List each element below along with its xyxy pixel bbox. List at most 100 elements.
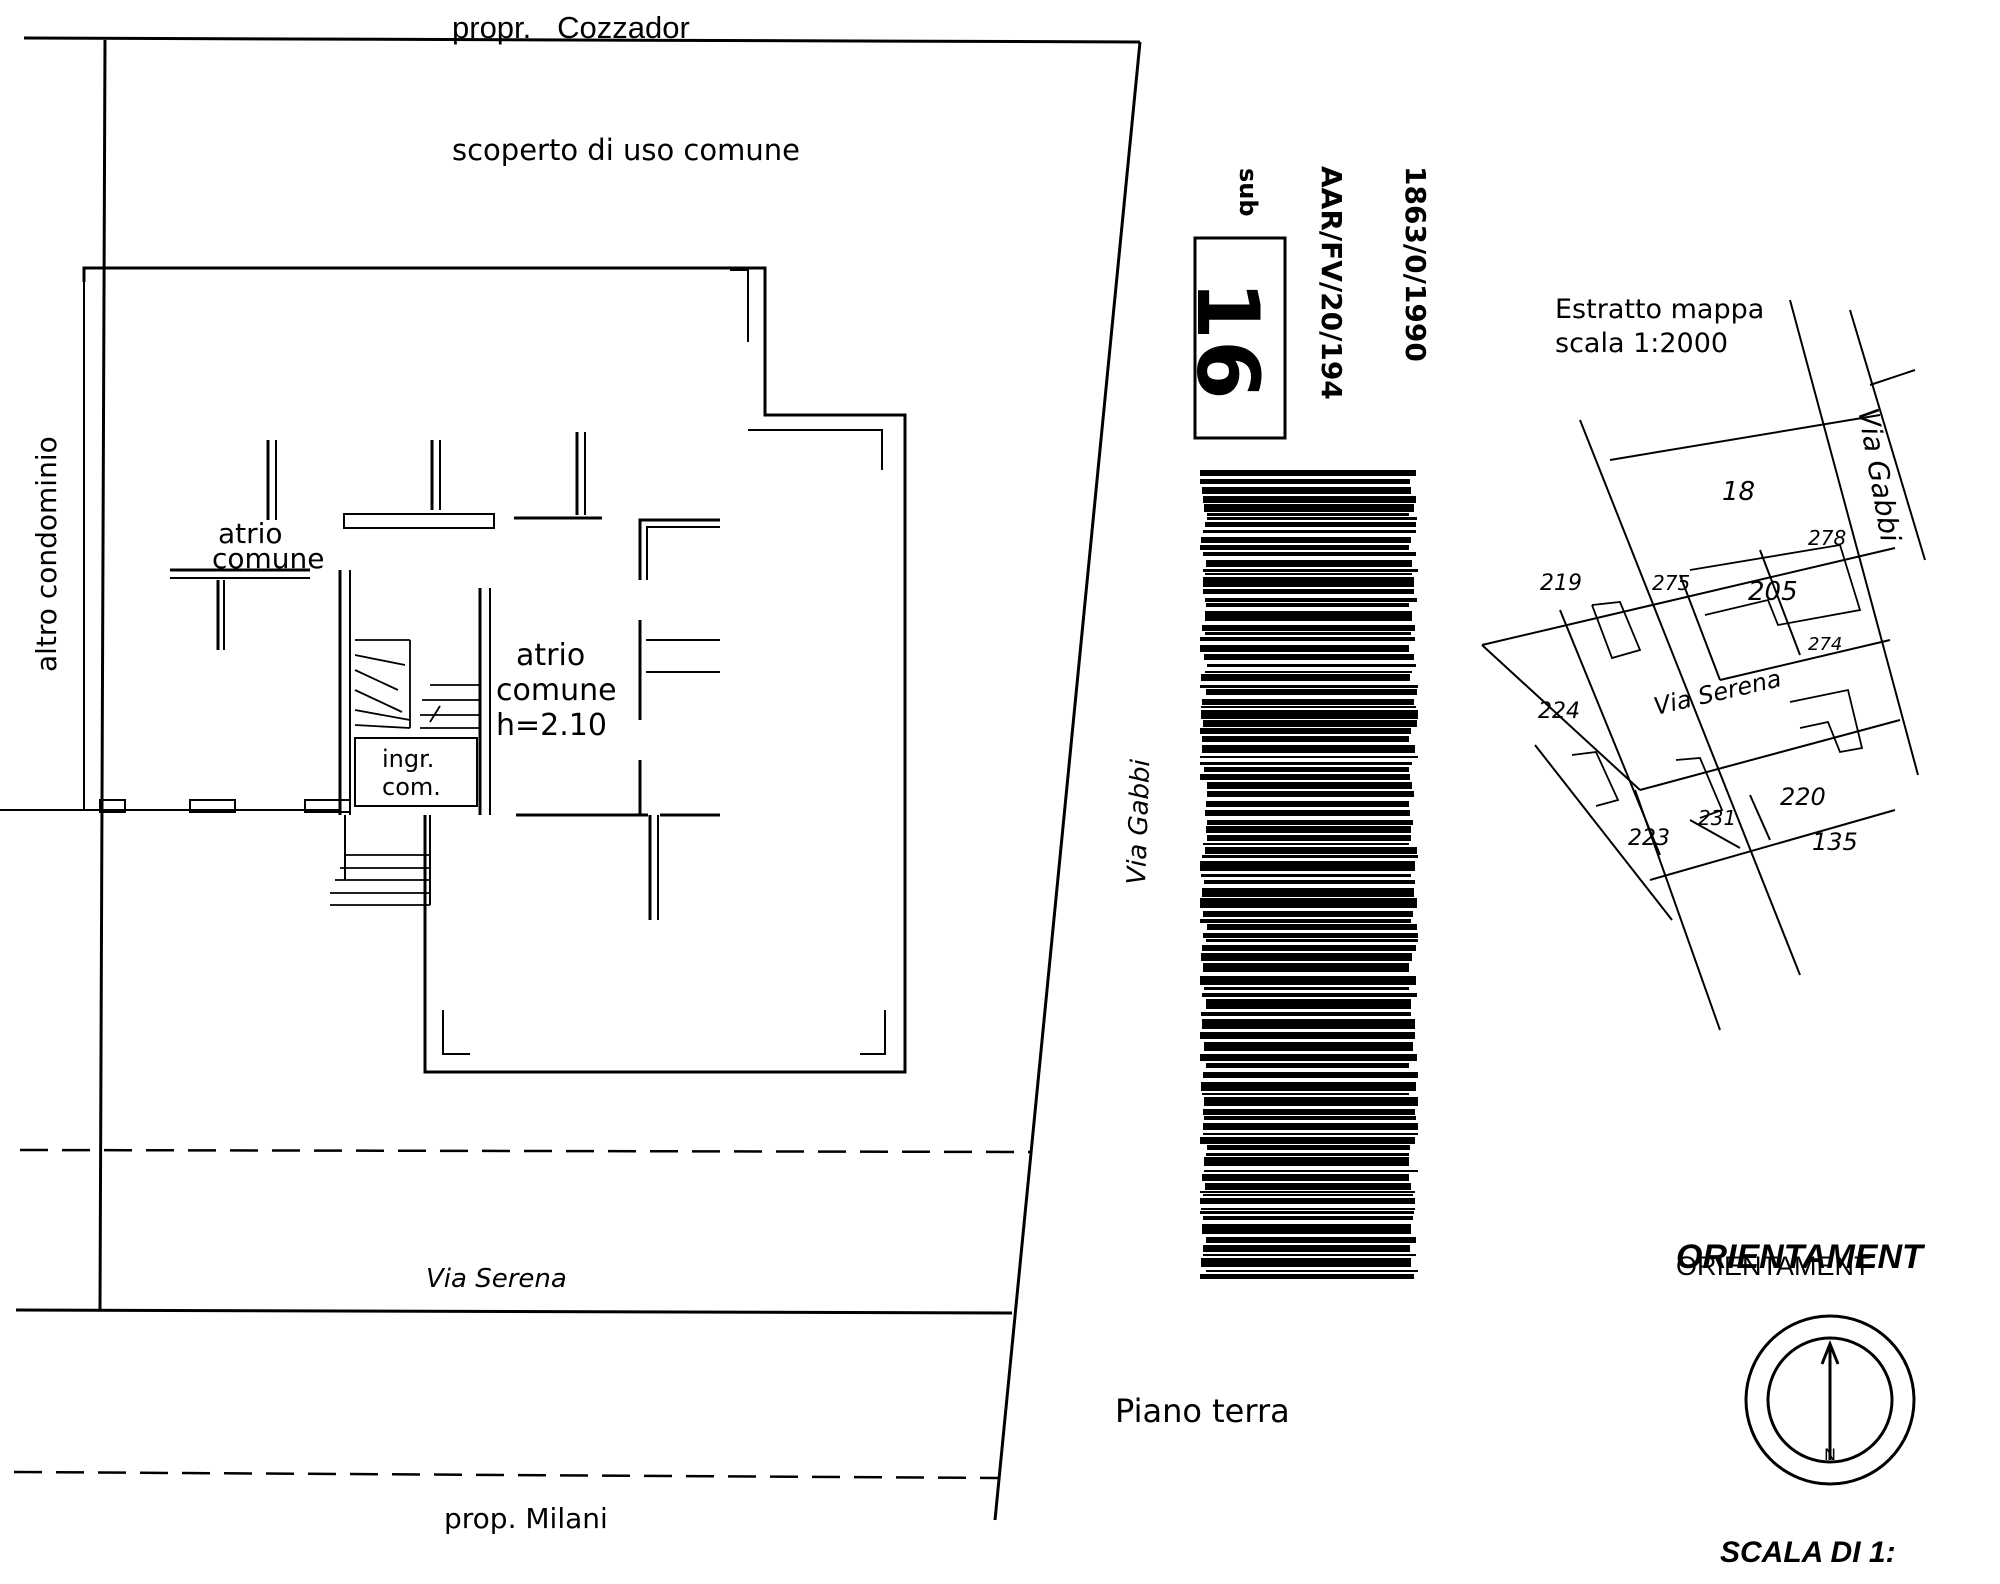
barcode-stripe [1204,987,1409,990]
barcode-stripe [1202,625,1415,631]
barcode-stripe [1204,1042,1413,1051]
barcode-stripe [1206,689,1417,695]
entrance-label-1: ingr. [382,745,434,773]
barcode-stripe [1206,999,1411,1009]
scale-label: SCALA DI 1: [1720,1536,1896,1569]
barcode-stripe [1205,611,1412,621]
atrium-left-label-1: atrio [218,517,283,550]
barcode-stripe [1204,1116,1416,1120]
stairs [330,639,480,906]
barcode-stripe [1204,880,1415,884]
barcode-stripe [1203,1123,1418,1130]
barcode-stripe [1200,861,1415,871]
sub-label: sub [1234,168,1262,217]
barcode-stripe [1200,919,1411,923]
parcel-231: 231 [1698,806,1736,830]
barcode-stripe [1207,791,1414,797]
barcode-stripe [1201,1082,1416,1091]
north-label: N [1824,1445,1836,1464]
atrium-left-label-2: comune [212,542,325,575]
barcode-stripe [1204,1170,1418,1172]
barcode-stripe [1200,976,1416,985]
barcode-stripe [1203,1254,1416,1256]
barcode-stripe [1206,1237,1416,1243]
parcel-205: 205 [1748,577,1798,607]
barcode-stripe [1205,632,1411,635]
atrium-center-label-1: atrio [516,638,585,673]
barcode-stripe [1201,706,1416,708]
barcode-stripe [1207,664,1416,667]
barcode-stripe [1200,898,1417,908]
barcode-stripe [1200,756,1418,758]
extract-title-2: scala 1:2000 [1555,328,1728,359]
barcode-stripe [1202,1224,1411,1234]
barcode-stripe [1205,810,1410,816]
barcode-stripe [1200,1211,1414,1214]
barcode-stripe [1201,953,1412,961]
barcode-stripe [1202,945,1416,951]
parcel-278: 278 [1808,526,1846,550]
barcode-stripe [1203,569,1418,572]
barcode-stripe [1206,1270,1418,1272]
compass-outer-ring [1744,1314,1916,1486]
parcel-219: 219 [1540,571,1582,596]
entrance-label-2: com. [382,773,441,801]
barcode-stripe [1202,993,1417,997]
sub-box [1193,236,1287,440]
barcode-stripe [1201,1258,1411,1267]
barcode-stripe [1200,645,1409,652]
barcode-stripe [1203,933,1418,938]
barcode-stripe [1204,1097,1418,1106]
barcode-stripe [1200,470,1416,476]
street-gabbi-label: Via Gabbi [1122,758,1156,885]
orientation-block: ORIENTAMENT ORIENTAMENT N SCALA DI 1: [1676,1238,1926,1569]
barcode-stripe [1201,674,1410,681]
barcode-stripe [1205,1183,1411,1190]
parcel-220: 220 [1780,783,1826,811]
barcode-stripe [1202,855,1418,858]
parcel-135: 135 [1812,828,1858,856]
barcode-stripe [1203,1072,1418,1078]
parcel-18: 18 [1722,477,1755,507]
barcode-stripe [1206,801,1409,807]
barcode-stripe [1207,782,1412,789]
parcel-274: 274 [1808,634,1842,655]
barcode-stripe [1204,1157,1409,1166]
atrium-height-label: h=2.10 [496,708,607,743]
map-extract: Estratto mappa scala 1:2000 [1481,294,1926,1031]
street-serena-label: Via Serena [426,1264,567,1294]
orientation-title: ORIENTAMENT [1676,1238,1926,1276]
registration-date: 1863/0/1990 [1399,166,1432,362]
barcode-stripe [1201,537,1411,543]
barcode-stripe [1202,736,1409,742]
barcode-stripe [1202,745,1415,753]
bottom-owner-label: prop. Milani [444,1502,608,1535]
barcode-stripe [1207,517,1417,520]
barcode-stripe [1207,1145,1410,1150]
barcode-stripe [1201,1012,1411,1016]
common-yard-label: scoperto di uso comune [452,133,800,167]
barcode-stripe [1200,1054,1417,1061]
parcel-223: 223 [1628,826,1670,851]
barcode [1200,470,1418,1279]
building-walls [82,266,907,1074]
extract-title-1: Estratto mappa [1555,294,1764,325]
barcode-stripe [1200,545,1409,550]
registry-stamp: sub 16 AAR/FV/20/194 1863/0/1990 [1177,166,1432,440]
barcode-stripe [1207,513,1409,516]
barcode-stripe [1200,774,1410,780]
barcode-stripe [1200,1137,1415,1144]
barcode-stripe [1206,1063,1409,1068]
floor-name-label: Piano terra [1115,1392,1290,1430]
barcode-stripe [1201,710,1418,719]
barcode-stripe [1203,720,1417,727]
barcode-stripe [1204,654,1414,660]
barcode-stripe [1206,560,1412,567]
barcode-stripe [1202,487,1411,494]
barcode-stripe [1203,963,1409,972]
barcode-stripe [1205,598,1417,602]
barcode-stripe [1203,843,1409,845]
barcode-stripe [1204,767,1409,772]
site-boundaries [0,36,1142,1521]
